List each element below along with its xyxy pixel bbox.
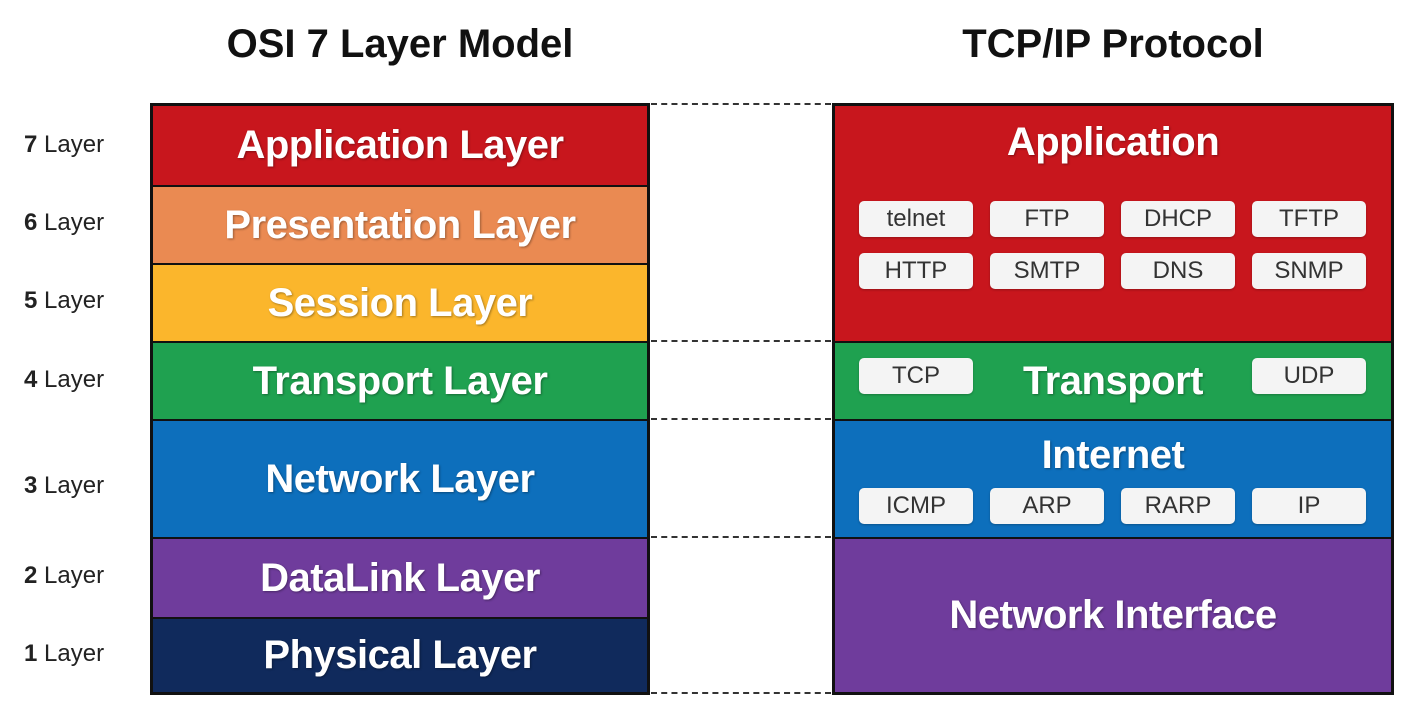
osi-datalink-layer: DataLink Layer xyxy=(153,539,647,617)
layer-number-label: 2 Layer xyxy=(24,562,105,589)
protocol-chip: RARP xyxy=(1121,488,1235,524)
protocol-chip: DHCP xyxy=(1121,201,1235,237)
layer-number-label: 7 Layer xyxy=(24,131,105,158)
layer-number-label: 6 Layer xyxy=(24,209,105,236)
tcp-transport-title: Transport xyxy=(1023,359,1203,403)
tcp-internet-layer: Internet ICMP ARP RARP IP xyxy=(835,421,1391,537)
protocol-chip: telnet xyxy=(859,201,973,237)
protocol-chip: ARP xyxy=(990,488,1104,524)
tcp-network-interface-layer: Network Interface xyxy=(835,539,1391,692)
osi-presentation-layer: Presentation Layer xyxy=(153,187,647,263)
protocol-chip: HTTP xyxy=(859,253,973,289)
osi-application-layer: Application Layer xyxy=(153,106,647,185)
dashed-connector xyxy=(651,418,831,420)
osi-transport-layer: Transport Layer xyxy=(153,343,647,419)
protocol-chip: TCP xyxy=(859,358,973,394)
protocol-chip: SNMP xyxy=(1252,253,1366,289)
tcp-ip-layer-stack: Application telnet FTP DHCP TFTP HTTP SM… xyxy=(832,103,1394,695)
dashed-connector xyxy=(651,692,831,694)
dashed-connector xyxy=(651,536,831,538)
osi-network-layer: Network Layer xyxy=(153,421,647,537)
protocol-chip: TFTP xyxy=(1252,201,1366,237)
protocol-chip: IP xyxy=(1252,488,1366,524)
protocol-chip: FTP xyxy=(990,201,1104,237)
protocol-chip: DNS xyxy=(1121,253,1235,289)
layer-number-label: 3 Layer xyxy=(24,472,105,499)
protocol-chip: SMTP xyxy=(990,253,1104,289)
layer-number-label: 4 Layer xyxy=(24,366,105,393)
layer-number-label: 1 Layer xyxy=(24,640,105,667)
tcp-application-title: Application xyxy=(1006,120,1220,164)
tcp-network-interface-title: Network Interface xyxy=(949,593,1277,637)
dashed-connector xyxy=(651,103,831,105)
tcp-ip-title: TCP/IP Protocol xyxy=(962,22,1264,66)
tcp-application-layer: Application telnet FTP DHCP TFTP HTTP SM… xyxy=(835,106,1391,341)
dashed-connector xyxy=(651,340,831,342)
protocol-chip: ICMP xyxy=(859,488,973,524)
osi-model-title: OSI 7 Layer Model xyxy=(226,22,574,66)
osi-physical-layer: Physical Layer xyxy=(153,619,647,692)
layer-number-label: 5 Layer xyxy=(24,287,105,314)
osi-layer-stack: Application Layer Presentation Layer Ses… xyxy=(150,103,650,695)
protocol-chip: UDP xyxy=(1252,358,1366,394)
tcp-transport-layer: Transport TCP UDP xyxy=(835,343,1391,419)
tcp-internet-title: Internet xyxy=(1041,433,1185,477)
osi-session-layer: Session Layer xyxy=(153,265,647,341)
